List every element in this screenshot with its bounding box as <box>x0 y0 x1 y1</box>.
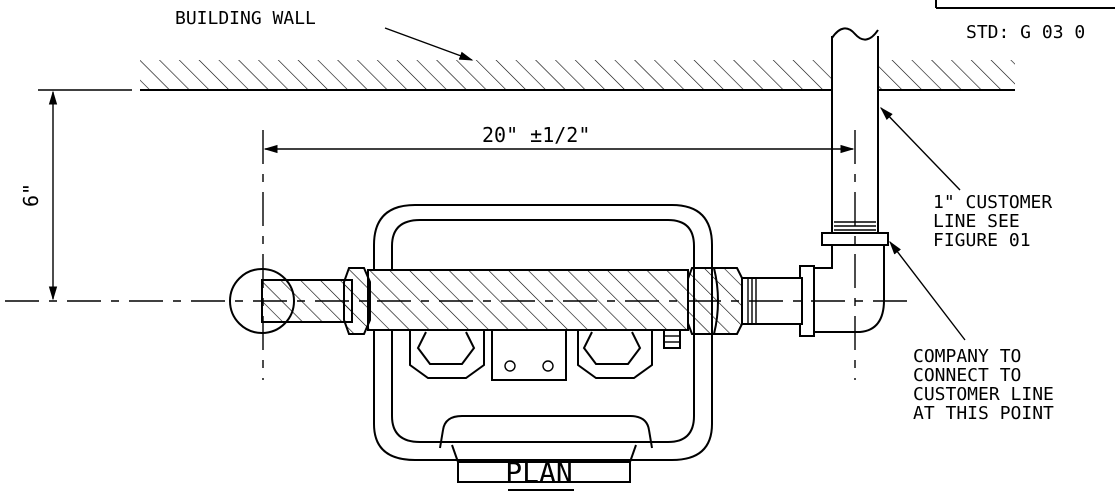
elbow-fitting <box>799 232 889 337</box>
building-wall-label: BUILDING WALL <box>175 8 316 29</box>
std-code-label: STD: G 03 0 <box>966 22 1085 43</box>
gas-meter-body <box>373 204 713 483</box>
customer-line-leader <box>880 106 961 191</box>
company-note-text-3: CUSTOMER LINE <box>913 384 1054 405</box>
plan-title: PLAN <box>505 456 572 489</box>
company-note-text-2: CONNECT TO <box>913 365 1021 386</box>
building-wall-leader <box>384 27 474 61</box>
building-wall <box>128 58 1028 91</box>
title-block-corner <box>935 0 1115 9</box>
company-connect-note: COMPANY TO CONNECT TO CUSTOMER LINE AT T… <box>889 240 1054 424</box>
meter-top-details <box>409 329 681 381</box>
company-note-text-4: AT THIS POINT <box>913 403 1054 424</box>
customer-line-text-3: FIGURE 01 <box>933 230 1031 251</box>
customer-line-text-2: LINE SEE <box>933 211 1020 232</box>
company-note-text-1: COMPANY TO <box>913 346 1021 367</box>
dim-20-label: 20" ±1/2" <box>482 123 590 147</box>
dim-6-label: 6" <box>19 183 43 207</box>
customer-line-note: 1" CUSTOMER LINE SEE FIGURE 01 <box>880 106 1052 251</box>
company-note-leader <box>889 240 966 341</box>
meter-bar <box>367 269 689 331</box>
customer-line-text-1: 1" CUSTOMER <box>933 192 1052 213</box>
